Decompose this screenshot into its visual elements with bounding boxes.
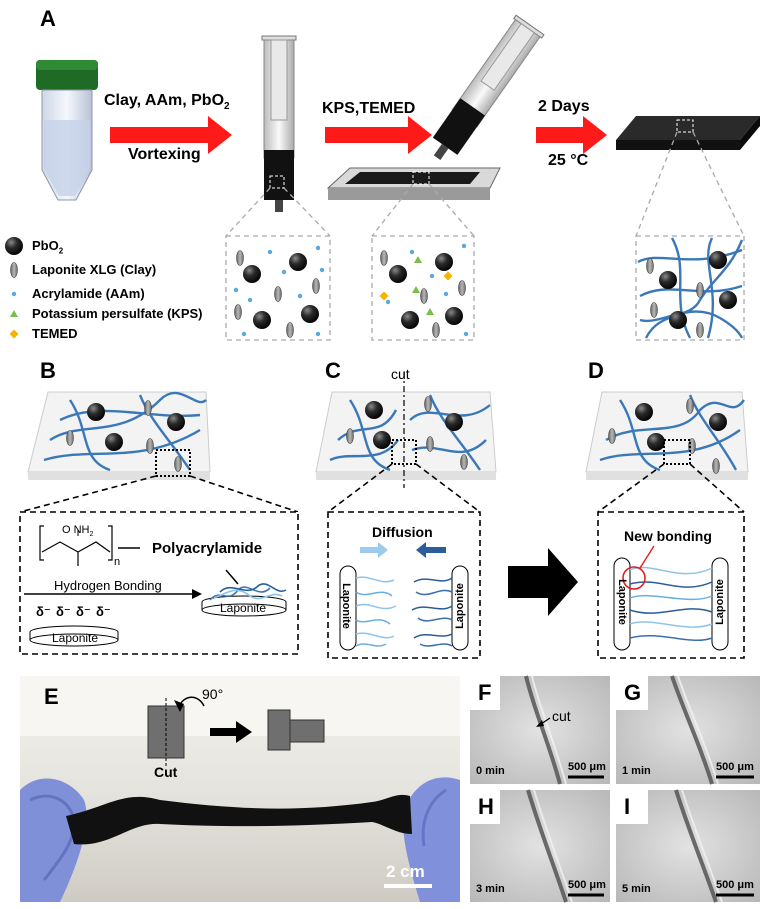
photo-e — [20, 676, 460, 902]
scale-f: 500 μm — [568, 761, 606, 773]
hydrogen-bonding-label: Hydrogen Bonding — [54, 578, 162, 593]
step3-temperature: 25 °C — [548, 152, 589, 169]
syringe-icon — [261, 35, 297, 212]
legend-pbo2: PbO2 — [32, 238, 64, 256]
detail-box-d — [597, 511, 745, 659]
scale-i: 500 μm — [716, 879, 754, 891]
delta-charge-4: δ⁻ — [96, 604, 111, 619]
scale-bar-e: 2 cm — [386, 862, 425, 881]
legend-aam: Acrylamide (AAm) — [32, 286, 145, 301]
laponite-label-c2: Laponite — [454, 583, 466, 629]
zoom-box-network — [635, 235, 745, 341]
laponite-label-d1: Laponite — [616, 579, 628, 625]
delta-charge-1: δ⁻ — [36, 604, 51, 619]
healing-arrow — [508, 548, 578, 616]
process-arrow-3 — [536, 116, 607, 154]
rotation-angle: 90° — [202, 686, 224, 702]
legend-clay: Laponite XLG (Clay) — [32, 262, 157, 277]
panel-label-a: A — [40, 6, 56, 31]
time-f: 0 min — [476, 765, 505, 777]
scale-g: 500 μm — [716, 761, 754, 773]
panel-label-f: F — [478, 680, 492, 705]
panel-label-g: G — [624, 680, 642, 705]
legend-temed: TEMED — [32, 326, 78, 341]
detail-box-c — [327, 511, 481, 659]
syringe-tilted-icon — [432, 14, 545, 160]
polyacrylamide-label: Polyacrylamide — [152, 540, 263, 557]
laponite-label-b1: Laponite — [52, 631, 99, 645]
legend-symbols — [5, 237, 23, 339]
step1-method: Vortexing — [128, 146, 201, 163]
legend-kps: Potassium persulfate (KPS) — [32, 306, 203, 321]
new-bonding-label: New bonding — [624, 528, 712, 544]
scale-h: 500 μm — [568, 879, 606, 891]
time-i: 5 min — [622, 883, 651, 895]
time-g: 1 min — [622, 765, 651, 777]
panel-label-c: C — [325, 358, 341, 383]
laponite-label-b2: Laponite — [220, 601, 267, 615]
time-h: 3 min — [476, 883, 505, 895]
cut-label-e: Cut — [154, 764, 178, 780]
casting-plate-icon — [326, 167, 501, 200]
step3-time: 2 Days — [538, 98, 590, 115]
slab-d — [585, 391, 749, 480]
panel-label-b: B — [40, 358, 56, 383]
detail-box-b — [19, 511, 299, 655]
laponite-label-c1: Laponite — [340, 583, 352, 629]
amide-group: O NH2 — [62, 524, 94, 539]
zoom-box-precursor — [225, 235, 331, 341]
panel-label-e: E — [44, 684, 59, 709]
slab-b — [27, 391, 211, 480]
panel-label-i: I — [624, 794, 631, 819]
repeat-n: n — [114, 556, 121, 568]
panel-label-d: D — [588, 358, 604, 383]
panel-label-h: H — [478, 794, 494, 819]
laponite-label-d2: Laponite — [714, 579, 726, 625]
cut-label: cut — [391, 366, 410, 382]
slab-c — [315, 372, 497, 488]
gel-sheet-icon — [616, 116, 760, 150]
micro-cut-label: cut — [552, 708, 571, 724]
step1-reagents: Clay, AAm, PbO2 — [104, 92, 230, 113]
process-arrow-2 — [325, 116, 432, 154]
diffusion-label: Diffusion — [372, 524, 433, 540]
delta-charge-2: δ⁻ — [56, 604, 71, 619]
delta-charge-3: δ⁻ — [76, 604, 91, 619]
micrographs — [470, 675, 760, 903]
centrifuge-tube-icon — [36, 60, 98, 201]
process-arrow-1 — [110, 116, 232, 154]
step2-reagents: KPS,TEMED — [322, 100, 416, 117]
zoom-box-initiator — [371, 235, 475, 341]
